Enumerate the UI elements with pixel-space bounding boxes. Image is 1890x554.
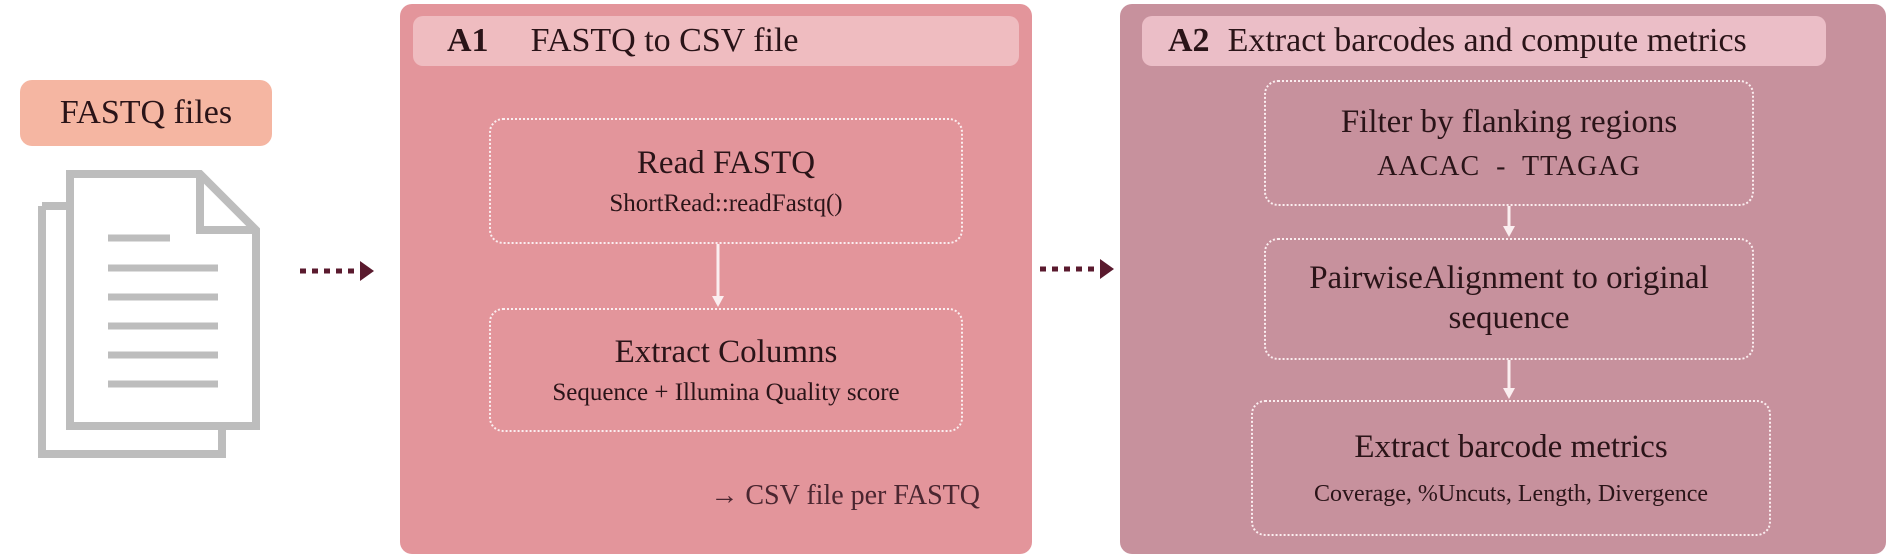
step-read-fastq: Read FASTQ ShortRead::readFastq() xyxy=(489,118,963,244)
document-stack-icon xyxy=(38,170,260,458)
step-pairwise-alignment-title: PairwiseAlignment to original sequence xyxy=(1309,260,1709,336)
step-filter-flanking-detail: AACAC - TTAGAG xyxy=(1377,150,1641,182)
step-filter-flanking: Filter by flanking regions AACAC - TTAGA… xyxy=(1264,80,1754,206)
panel-a2: A2 Extract barcodes and compute metrics … xyxy=(1120,4,1886,554)
step-extract-columns-detail: Sequence + Illumina Quality score xyxy=(552,378,900,406)
panel-a2-id: A2 xyxy=(1168,22,1210,59)
panel-a1-id: A1 xyxy=(447,22,489,59)
panel-a1-header: A1 FASTQ to CSV file xyxy=(413,16,1019,66)
panel-a2-title: Extract barcodes and compute metrics xyxy=(1227,22,1747,59)
step-read-fastq-detail: ShortRead::readFastq() xyxy=(609,189,843,217)
flow-arrow-to-a2 xyxy=(1040,259,1114,279)
arrow-down-icon xyxy=(712,244,724,307)
panel-a2-header: A2 Extract barcodes and compute metrics xyxy=(1142,16,1826,66)
step-extract-barcode-metrics-detail: Coverage, %Uncuts, Length, Divergence xyxy=(1313,481,1709,508)
arrow-down-icon xyxy=(1503,206,1515,237)
step-read-fastq-title: Read FASTQ xyxy=(636,145,816,182)
step-extract-barcode-metrics: Extract barcode metrics Coverage, %Uncut… xyxy=(1251,400,1771,536)
step-filter-flanking-title: Filter by flanking regions xyxy=(1340,104,1678,141)
fastq-files-label: FASTQ files xyxy=(20,80,272,146)
step-extract-columns-title: Extract Columns xyxy=(614,334,838,371)
flow-arrow-to-a1 xyxy=(300,261,374,281)
arrow-down-icon xyxy=(1503,360,1515,399)
step-extract-columns: Extract Columns Sequence + Illumina Qual… xyxy=(489,308,963,432)
a1-output-note: → CSV file per FASTQ xyxy=(710,480,980,511)
panel-a1: A1 FASTQ to CSV file Read FASTQ ShortRea… xyxy=(400,4,1032,554)
fastq-files-text: FASTQ files xyxy=(59,94,233,131)
step-pairwise-alignment: PairwiseAlignment to original sequence xyxy=(1264,238,1754,360)
step-extract-barcode-metrics-title: Extract barcode metrics xyxy=(1354,428,1668,465)
panel-a1-title: FASTQ to CSV file xyxy=(530,22,799,59)
